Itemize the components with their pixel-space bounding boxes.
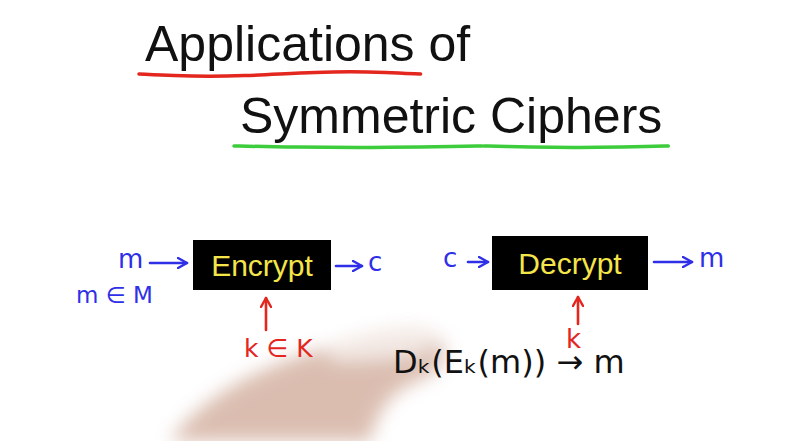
title-underline [484, 146, 668, 147]
key-arrow [577, 297, 580, 324]
title-underline [234, 146, 482, 147]
variable-label: m [699, 243, 724, 274]
input-arrow [468, 261, 488, 264]
title-word: of [429, 16, 471, 72]
title-underline [139, 72, 421, 77]
title-word: Ciphers [490, 88, 662, 144]
output-arrow [336, 265, 362, 268]
key-arrow [265, 298, 268, 330]
box-label: Decrypt [518, 247, 621, 280]
input-arrow [150, 262, 187, 265]
formula: Dₖ(Eₖ(m)) → m [393, 343, 625, 381]
title: Applications of Symmetric Ciphers [145, 8, 668, 152]
title-word: Applications [145, 16, 415, 72]
variable-label: c [443, 243, 457, 274]
variable-label: m [118, 244, 143, 275]
title-word: Symmetric [240, 88, 476, 144]
process-box: Encrypt [193, 240, 331, 290]
box-label: Encrypt [211, 249, 313, 282]
process-box: Decrypt [492, 236, 648, 290]
underlines [139, 72, 668, 148]
output-arrow [654, 261, 692, 264]
variable-label: k ∈ K [244, 334, 313, 364]
variable-label: c [368, 247, 382, 278]
variable-label: m ∈ M [76, 282, 153, 310]
